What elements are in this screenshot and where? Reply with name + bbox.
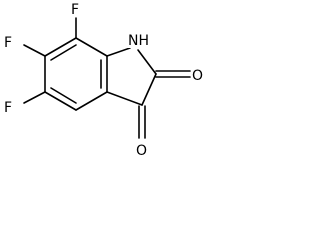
- atom-label-nh: NH: [128, 33, 149, 49]
- structure-canvas: F F F NH O O: [0, 0, 220, 167]
- atom-label-f7: F: [71, 2, 79, 18]
- bond-c4-c5: [44, 91, 77, 111]
- atom-bg-o3: [135, 141, 149, 158]
- atom-bg-nh: [127, 31, 149, 48]
- bond-c6-c7: [44, 37, 77, 57]
- bond-c4-c5-inner: [50, 87, 77, 104]
- atom-label-o3: O: [136, 143, 147, 159]
- bond-c5-f5: [23, 91, 46, 104]
- bond-c7-c7a: [75, 37, 108, 57]
- bond-c6-c7-inner: [50, 44, 77, 61]
- bond-c3a-c4: [75, 91, 108, 111]
- atom-bg-f5: [3, 98, 16, 115]
- atom-bg-f6: [3, 33, 16, 50]
- bond-c3-c3a: [106, 91, 143, 106]
- atom-label-o2: O: [192, 68, 203, 84]
- atom-label-f5: F: [4, 100, 12, 116]
- atom-label-f6: F: [4, 35, 12, 51]
- atom-bg-f7: [70, 0, 83, 17]
- bond-c2-c3: [141, 73, 157, 106]
- bond-c6-f6: [23, 44, 46, 57]
- atom-bg-o2: [191, 66, 205, 83]
- bond-c7a-n1: [106, 47, 131, 57]
- molecule-diagram: F F F NH O O: [3, 0, 205, 159]
- bond-n1-c2: [137, 49, 157, 75]
